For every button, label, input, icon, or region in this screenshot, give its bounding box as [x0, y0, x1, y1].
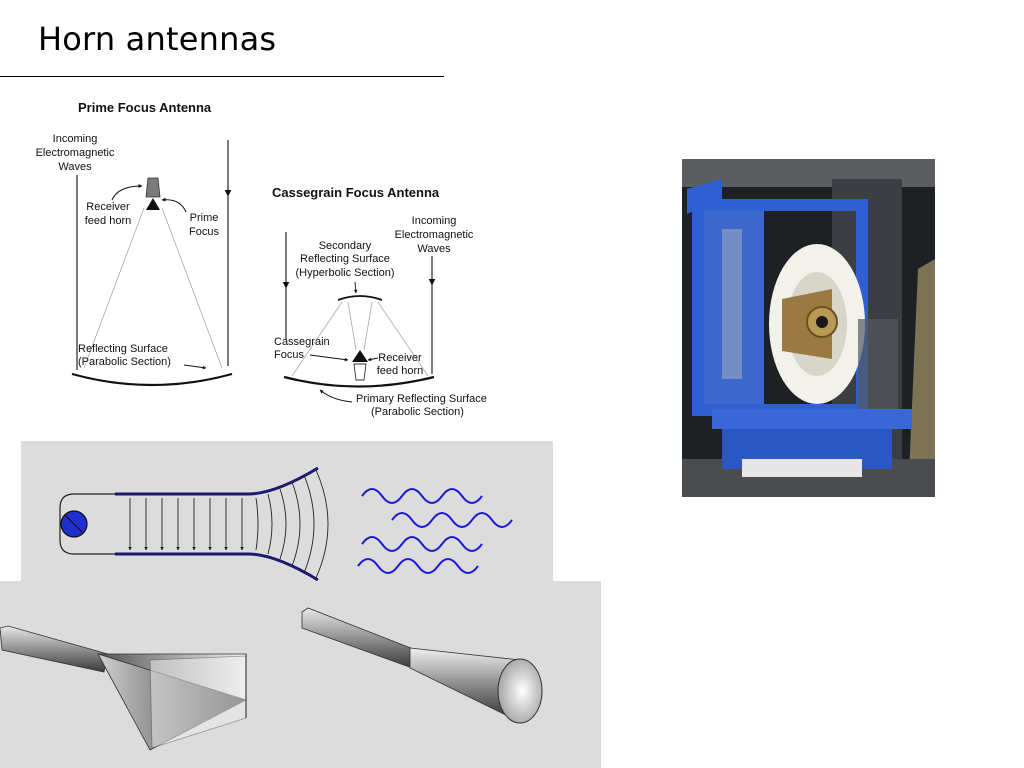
prime-focus-heading: Prime Focus Antenna — [78, 100, 212, 115]
prime-incoming-label-1: Incoming — [53, 133, 98, 145]
prime-incoming-label-2: Electromagnetic — [36, 147, 115, 159]
waveguide-field-diagram — [21, 441, 553, 582]
prime-focus-label-2: Focus — [189, 226, 219, 238]
cass-primary-label-2: (Parabolic Section) — [371, 406, 464, 418]
title-underline — [0, 76, 444, 77]
e-field-lines — [128, 469, 329, 579]
cass-incoming-label-1: Incoming — [412, 215, 457, 227]
cass-beam-inner-left — [347, 301, 357, 351]
prime-focus-label-1: Prime — [190, 212, 219, 224]
prime-focus-point-icon — [146, 198, 160, 210]
radiated-waves — [357, 488, 513, 574]
slide-title: Horn antennas — [38, 20, 277, 58]
cass-hyperbolic-secondary — [337, 295, 383, 301]
prime-beam-left — [83, 207, 145, 369]
prime-receiver-label-1: Receiver — [86, 201, 130, 213]
cass-focus-label-2: Focus — [274, 349, 304, 361]
cass-focus-arrow — [309, 354, 349, 362]
prime-focus-arrow — [161, 197, 187, 213]
cass-beam-inner-right — [363, 301, 373, 351]
pyramidal-horn — [0, 625, 248, 751]
cass-focus-label-1: Cassegrain — [274, 336, 330, 348]
cassegrain-heading: Cassegrain Focus Antenna — [272, 185, 440, 200]
horn-antenna-photo — [682, 159, 935, 497]
waveguide-feed-loop — [59, 493, 115, 555]
cass-beam-outer-right — [377, 301, 429, 377]
cass-primary-label-1: Primary Reflecting Surface — [356, 393, 487, 405]
cass-secondary-label-3: (Hyperbolic Section) — [295, 267, 394, 279]
prime-feed-horn-icon — [145, 177, 161, 198]
prime-reflecting-label-2: (Parabolic Section) — [78, 356, 171, 368]
cass-primary-reflector — [283, 375, 435, 388]
waveguide-bottom-wall — [115, 552, 319, 582]
prime-incoming-label-3: Waves — [58, 161, 92, 173]
cass-receiver-label-1: Receiver — [378, 352, 422, 364]
waveguide-panel — [21, 441, 553, 581]
photo-illustration — [682, 159, 935, 497]
cass-primary-arrow — [319, 389, 353, 403]
cass-beam-outer-left — [291, 301, 343, 377]
conical-horn-mouth — [497, 658, 543, 724]
prime-beam-right — [161, 207, 223, 369]
prime-receiver-arrow — [111, 184, 143, 201]
conical-horn — [301, 607, 543, 724]
prime-receiver-label-2: feed horn — [85, 215, 131, 227]
prime-focus-diagram: Prime Focus Antenna Incoming Electromagn… — [36, 100, 233, 387]
cass-receiver-label-2: feed horn — [377, 365, 423, 377]
horn-renderings — [0, 581, 601, 768]
cass-incoming-label-2: Electromagnetic — [395, 229, 474, 241]
cass-feed-horn-icon — [353, 363, 367, 381]
source-cross-line — [64, 514, 84, 534]
cass-receiver-arrow — [367, 357, 379, 362]
prime-reflecting-label-1: Reflecting Surface — [78, 343, 168, 355]
prime-parabolic-reflector — [71, 372, 233, 387]
cassegrain-diagram: Cassegrain Focus Antenna Incoming Electr… — [272, 185, 487, 418]
cass-incoming-label-3: Waves — [417, 243, 451, 255]
cass-secondary-label-2: Reflecting Surface — [300, 253, 390, 265]
prime-reflecting-arrow — [183, 364, 207, 370]
cass-focus-point-icon — [352, 350, 368, 362]
cass-secondary-label-1: Secondary — [319, 240, 372, 252]
cass-secondary-arrow — [353, 281, 358, 294]
waveguide-top-wall — [115, 466, 319, 496]
